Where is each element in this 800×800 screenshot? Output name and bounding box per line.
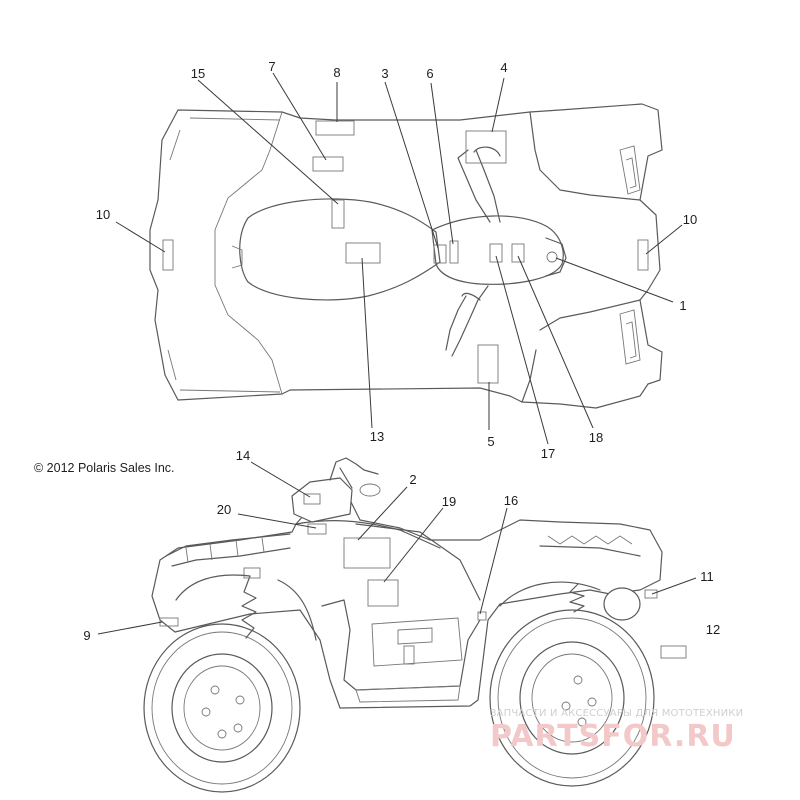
callout-3: 3 bbox=[381, 66, 388, 81]
decal-2 bbox=[343, 537, 391, 569]
callout-8: 8 bbox=[333, 65, 340, 80]
callout-11: 11 bbox=[700, 569, 714, 584]
front-vent-upper bbox=[619, 145, 641, 195]
callout-1: 1 bbox=[679, 298, 686, 313]
frame-lines bbox=[371, 617, 463, 667]
watermark-brand: PARTSFOR.RU bbox=[490, 719, 736, 754]
rear-rack-bars bbox=[185, 537, 265, 563]
callout-10-front: 10 bbox=[683, 212, 697, 227]
decal-17 bbox=[489, 243, 503, 263]
callout-9: 9 bbox=[83, 628, 90, 643]
throttle-lever bbox=[461, 146, 501, 301]
atv-top-view bbox=[149, 103, 663, 409]
copyright-text: © 2012 Polaris Sales Inc. bbox=[34, 461, 175, 475]
shifter bbox=[403, 645, 415, 665]
front-fender-side bbox=[499, 545, 641, 607]
atv-side-view bbox=[143, 457, 663, 793]
decal-18 bbox=[511, 243, 525, 263]
handlebar-upper bbox=[457, 149, 501, 223]
watermark-tagline: ЗАПЧАСТИ И АКСЕССУАРЫ ДЛЯ МОТОТЕХНИКИ bbox=[490, 708, 743, 719]
decal-15 bbox=[331, 199, 345, 229]
callouts: 15 7 8 3 6 4 10 10 1 13 5 17 18 14 2 20 … bbox=[83, 59, 720, 643]
decal-16 bbox=[477, 611, 487, 621]
callout-12: 12 bbox=[706, 622, 720, 637]
handlebar-side bbox=[329, 457, 379, 489]
callout-4: 4 bbox=[500, 60, 507, 75]
front-vent-lower bbox=[619, 309, 641, 365]
decal-1-round bbox=[546, 251, 558, 263]
seat-outline bbox=[239, 198, 441, 301]
handlebar-lower bbox=[445, 285, 489, 357]
side-rear-rack bbox=[165, 533, 291, 567]
rear-wheel bbox=[143, 623, 301, 793]
decal-14 bbox=[303, 493, 321, 505]
decal-3 bbox=[433, 244, 447, 264]
callout-10-rear: 10 bbox=[96, 207, 110, 222]
footwell bbox=[321, 599, 481, 691]
decal-10-rear bbox=[162, 239, 174, 271]
callout-14: 14 bbox=[236, 448, 250, 463]
callout-20: 20 bbox=[217, 502, 231, 517]
callout-5: 5 bbox=[487, 434, 494, 449]
decal-13 bbox=[345, 242, 381, 264]
rear-shock-mount bbox=[243, 567, 261, 579]
front-hub bbox=[603, 587, 641, 621]
callout-15: 15 bbox=[191, 66, 205, 81]
rear-shock bbox=[241, 575, 257, 639]
decal-7 bbox=[312, 156, 344, 172]
front-nose bbox=[545, 237, 567, 277]
decal-12 bbox=[660, 645, 687, 659]
front-wheel bbox=[489, 609, 655, 787]
decal-10-front bbox=[637, 239, 649, 271]
tank-side bbox=[355, 523, 481, 601]
rear-fender-inner bbox=[214, 111, 283, 395]
top-view-body-outline bbox=[149, 103, 663, 409]
footrest bbox=[355, 685, 461, 703]
callout-19: 19 bbox=[442, 494, 456, 509]
callout-6: 6 bbox=[426, 66, 433, 81]
callout-16: 16 bbox=[504, 493, 518, 508]
front-fender-upper bbox=[529, 111, 641, 201]
tank-console bbox=[431, 215, 564, 285]
leader-lines bbox=[97, 72, 697, 635]
rear-rack bbox=[167, 117, 281, 393]
seat-inner-line bbox=[231, 245, 243, 269]
callout-7: 7 bbox=[268, 59, 275, 74]
handgrip bbox=[359, 483, 381, 497]
rear-fender-side bbox=[175, 574, 317, 641]
decal-19 bbox=[367, 579, 399, 607]
decal-4 bbox=[465, 130, 507, 164]
callout-2: 2 bbox=[409, 472, 416, 487]
front-fender-lower bbox=[521, 299, 641, 403]
decal-11 bbox=[644, 589, 658, 599]
decal-20 bbox=[307, 523, 327, 535]
headlight-pod bbox=[291, 477, 353, 523]
callout-13: 13 bbox=[370, 429, 384, 444]
decal-8 bbox=[315, 120, 355, 136]
decal-6 bbox=[449, 240, 459, 264]
front-rack-pattern bbox=[547, 535, 633, 545]
front-shock bbox=[569, 583, 585, 613]
callout-17: 17 bbox=[541, 446, 555, 461]
decal-5 bbox=[477, 344, 499, 384]
callout-18: 18 bbox=[589, 430, 603, 445]
